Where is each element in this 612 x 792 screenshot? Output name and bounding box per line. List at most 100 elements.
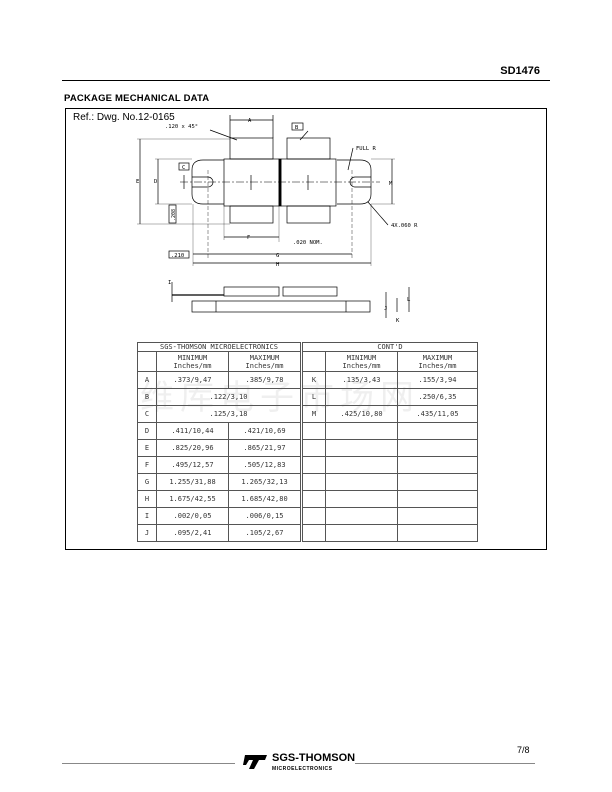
label-f: F xyxy=(247,235,250,241)
table-title: SGS-THOMSON MICROELECTRONICS xyxy=(137,342,301,352)
gap xyxy=(278,158,282,207)
table-row xyxy=(302,490,478,508)
table-header-row: CONT'D xyxy=(302,342,478,352)
table-row xyxy=(302,507,478,525)
table-cell: .505/12,83 xyxy=(227,456,302,474)
table-row: E.825/20,96.865/21,97 xyxy=(137,439,302,457)
footer-divider-right xyxy=(355,763,535,764)
table-row: F.495/12,57.505/12,83 xyxy=(137,456,302,474)
table-cell: .250/6,35 xyxy=(397,388,478,406)
package-drawing: A B .120 x 45° E D C .208 M FULL R 4X.06… xyxy=(136,115,418,324)
table-cell: J xyxy=(137,524,157,542)
table-cell: H xyxy=(137,490,157,508)
table-cell: E xyxy=(137,439,157,457)
table-cell: G xyxy=(137,473,157,491)
table-row xyxy=(302,456,478,474)
table-cell xyxy=(325,524,398,542)
lead-bottom-right xyxy=(286,205,331,224)
table-cell: 1.255/31,88 xyxy=(156,473,229,491)
table-row xyxy=(302,439,478,457)
table-cell: M xyxy=(302,405,326,423)
table-cell: .135/3,43 xyxy=(325,371,398,389)
table-cell: I xyxy=(137,507,157,525)
table-cell: .373/9,47 xyxy=(156,371,229,389)
table-cell xyxy=(302,490,326,508)
table-cell: .421/10,69 xyxy=(227,422,302,440)
table-cell: .825/20,96 xyxy=(156,439,229,457)
table-cell: .002/0,05 xyxy=(156,507,229,525)
table-cell: C xyxy=(137,405,157,423)
table-cell: .105/2,67 xyxy=(227,524,302,542)
table-cell xyxy=(397,507,478,525)
table-cell: K xyxy=(302,371,326,389)
drawing-reference: Ref.: Dwg. No.12-0165 xyxy=(73,112,175,123)
table-cell xyxy=(302,456,326,474)
table-row: C.125/3,18 xyxy=(137,405,301,423)
table-cell: .411/10,44 xyxy=(156,422,229,440)
label-g: G xyxy=(276,253,279,259)
table-row xyxy=(302,473,478,491)
table-row: A.373/9,47.385/9,78 xyxy=(137,371,302,389)
table-row: J.095/2,41.105/2,67 xyxy=(137,524,302,542)
table-cell xyxy=(325,507,398,525)
table-cell xyxy=(397,473,478,491)
table-cell xyxy=(397,524,478,542)
table-cell: D xyxy=(137,422,157,440)
brand-name: SGS-THOMSON xyxy=(272,752,356,764)
table-row: D.411/10,44.421/10,69 xyxy=(137,422,302,440)
table-cell xyxy=(325,473,398,491)
lead-top-right xyxy=(286,137,331,160)
table-cell: .495/12,57 xyxy=(156,456,229,474)
label-a: A xyxy=(248,118,252,124)
table-cell: B xyxy=(137,388,157,406)
part-number: SD1476 xyxy=(500,65,540,77)
label-h: H xyxy=(276,262,279,268)
table-row xyxy=(302,422,478,440)
label-nom: .020 NOM. xyxy=(293,240,323,246)
table-cell xyxy=(325,388,398,406)
table-cell xyxy=(302,507,326,525)
table-cell: 1.265/32,13 xyxy=(227,473,302,491)
label-d: D xyxy=(154,179,157,185)
label-l: L xyxy=(407,297,411,303)
table-cell: .006/0,15 xyxy=(227,507,302,525)
table-cell xyxy=(325,490,398,508)
table-cell xyxy=(302,439,326,457)
table-cell xyxy=(302,422,326,440)
label-i: I xyxy=(168,280,171,286)
table-cell xyxy=(325,439,398,457)
table-row: I.002/0,05.006/0,15 xyxy=(137,507,302,525)
table-cell: A xyxy=(137,371,157,389)
table-cell: .155/3,94 xyxy=(397,371,478,389)
label-chamfer: .120 x 45° xyxy=(165,124,198,130)
table-row xyxy=(302,524,478,542)
label-b: B xyxy=(295,125,299,131)
table-row: B.122/3,10 xyxy=(137,388,301,406)
table-title: CONT'D xyxy=(302,342,478,352)
table-cell: .435/11,05 xyxy=(397,405,478,423)
label-208: .208 xyxy=(171,209,177,221)
table-cell: .865/21,97 xyxy=(227,439,302,457)
table-cell: .095/2,41 xyxy=(156,524,229,542)
table-row: L.250/6,35 xyxy=(302,388,478,406)
label-m: M xyxy=(389,181,393,187)
table-cell xyxy=(397,422,478,440)
table-row: K.135/3,43.155/3,94 xyxy=(302,371,478,389)
table-cell: F xyxy=(137,456,157,474)
label-radius: 4X.060 R xyxy=(391,223,418,229)
label-210: .210 xyxy=(171,253,184,259)
table-row: M.425/10,80.435/11,05 xyxy=(302,405,478,423)
table-header-row: SGS-THOMSON MICROELECTRONICS xyxy=(137,342,301,352)
label-k: K xyxy=(396,318,400,324)
page-number: 7/8 xyxy=(517,745,530,755)
